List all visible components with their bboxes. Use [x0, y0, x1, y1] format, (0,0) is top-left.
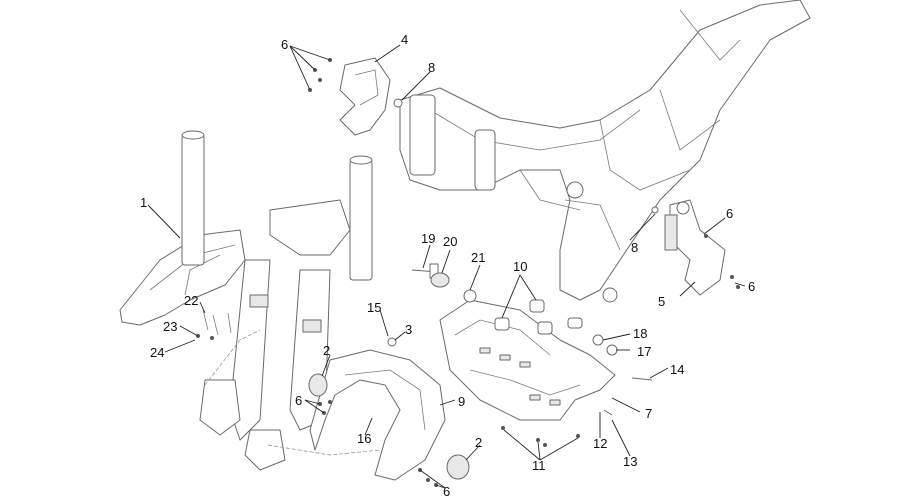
callout-20: 20 [443, 234, 457, 249]
callout-12: 12 [593, 436, 607, 451]
callout-6c: 6 [748, 279, 755, 294]
main-frame [399, 0, 811, 303]
callout-2b: 2 [475, 435, 482, 450]
callout-6e: 6 [443, 484, 450, 497]
skid-plate-7 [439, 299, 616, 421]
callout-4: 4 [401, 32, 408, 47]
callout-9: 9 [458, 394, 465, 409]
bracket-4 [308, 57, 403, 136]
callout-13: 13 [623, 454, 637, 469]
callout-8a: 8 [428, 60, 435, 75]
callout-23: 23 [163, 319, 177, 334]
bracket-5 [651, 199, 740, 296]
callout-2a: 2 [323, 343, 330, 358]
fork-bolts [196, 309, 232, 340]
callout-16: 16 [357, 431, 371, 446]
callout-8b: 8 [631, 240, 638, 255]
callout-18: 18 [633, 326, 647, 341]
callout-19: 19 [421, 231, 435, 246]
callout-labels: 1 2 2 3 4 5 6 6 6 6 6 7 8 8 9 10 11 12 1… [140, 32, 755, 497]
callout-14: 14 [670, 362, 684, 377]
callout-17: 17 [637, 344, 651, 359]
callout-5: 5 [658, 294, 665, 309]
callout-6b: 6 [726, 206, 733, 221]
hardware-12-18 [501, 334, 653, 447]
callout-7: 7 [645, 406, 652, 421]
callout-3: 3 [405, 322, 412, 337]
fork-assembly [181, 130, 381, 471]
callout-22: 22 [184, 293, 198, 308]
callout-10: 10 [513, 259, 527, 274]
callout-24: 24 [150, 345, 164, 360]
callout-21: 21 [471, 250, 485, 265]
callout-15: 15 [367, 300, 381, 315]
mount-bolt-19-21 [411, 263, 477, 303]
rubber-mounts-10 [494, 299, 583, 335]
callout-11: 11 [532, 458, 546, 473]
fender-9 [308, 337, 470, 487]
callout-6a: 6 [281, 37, 288, 52]
leader-lines [147, 44, 746, 489]
callout-1: 1 [140, 195, 147, 210]
callout-6d: 6 [295, 393, 302, 408]
